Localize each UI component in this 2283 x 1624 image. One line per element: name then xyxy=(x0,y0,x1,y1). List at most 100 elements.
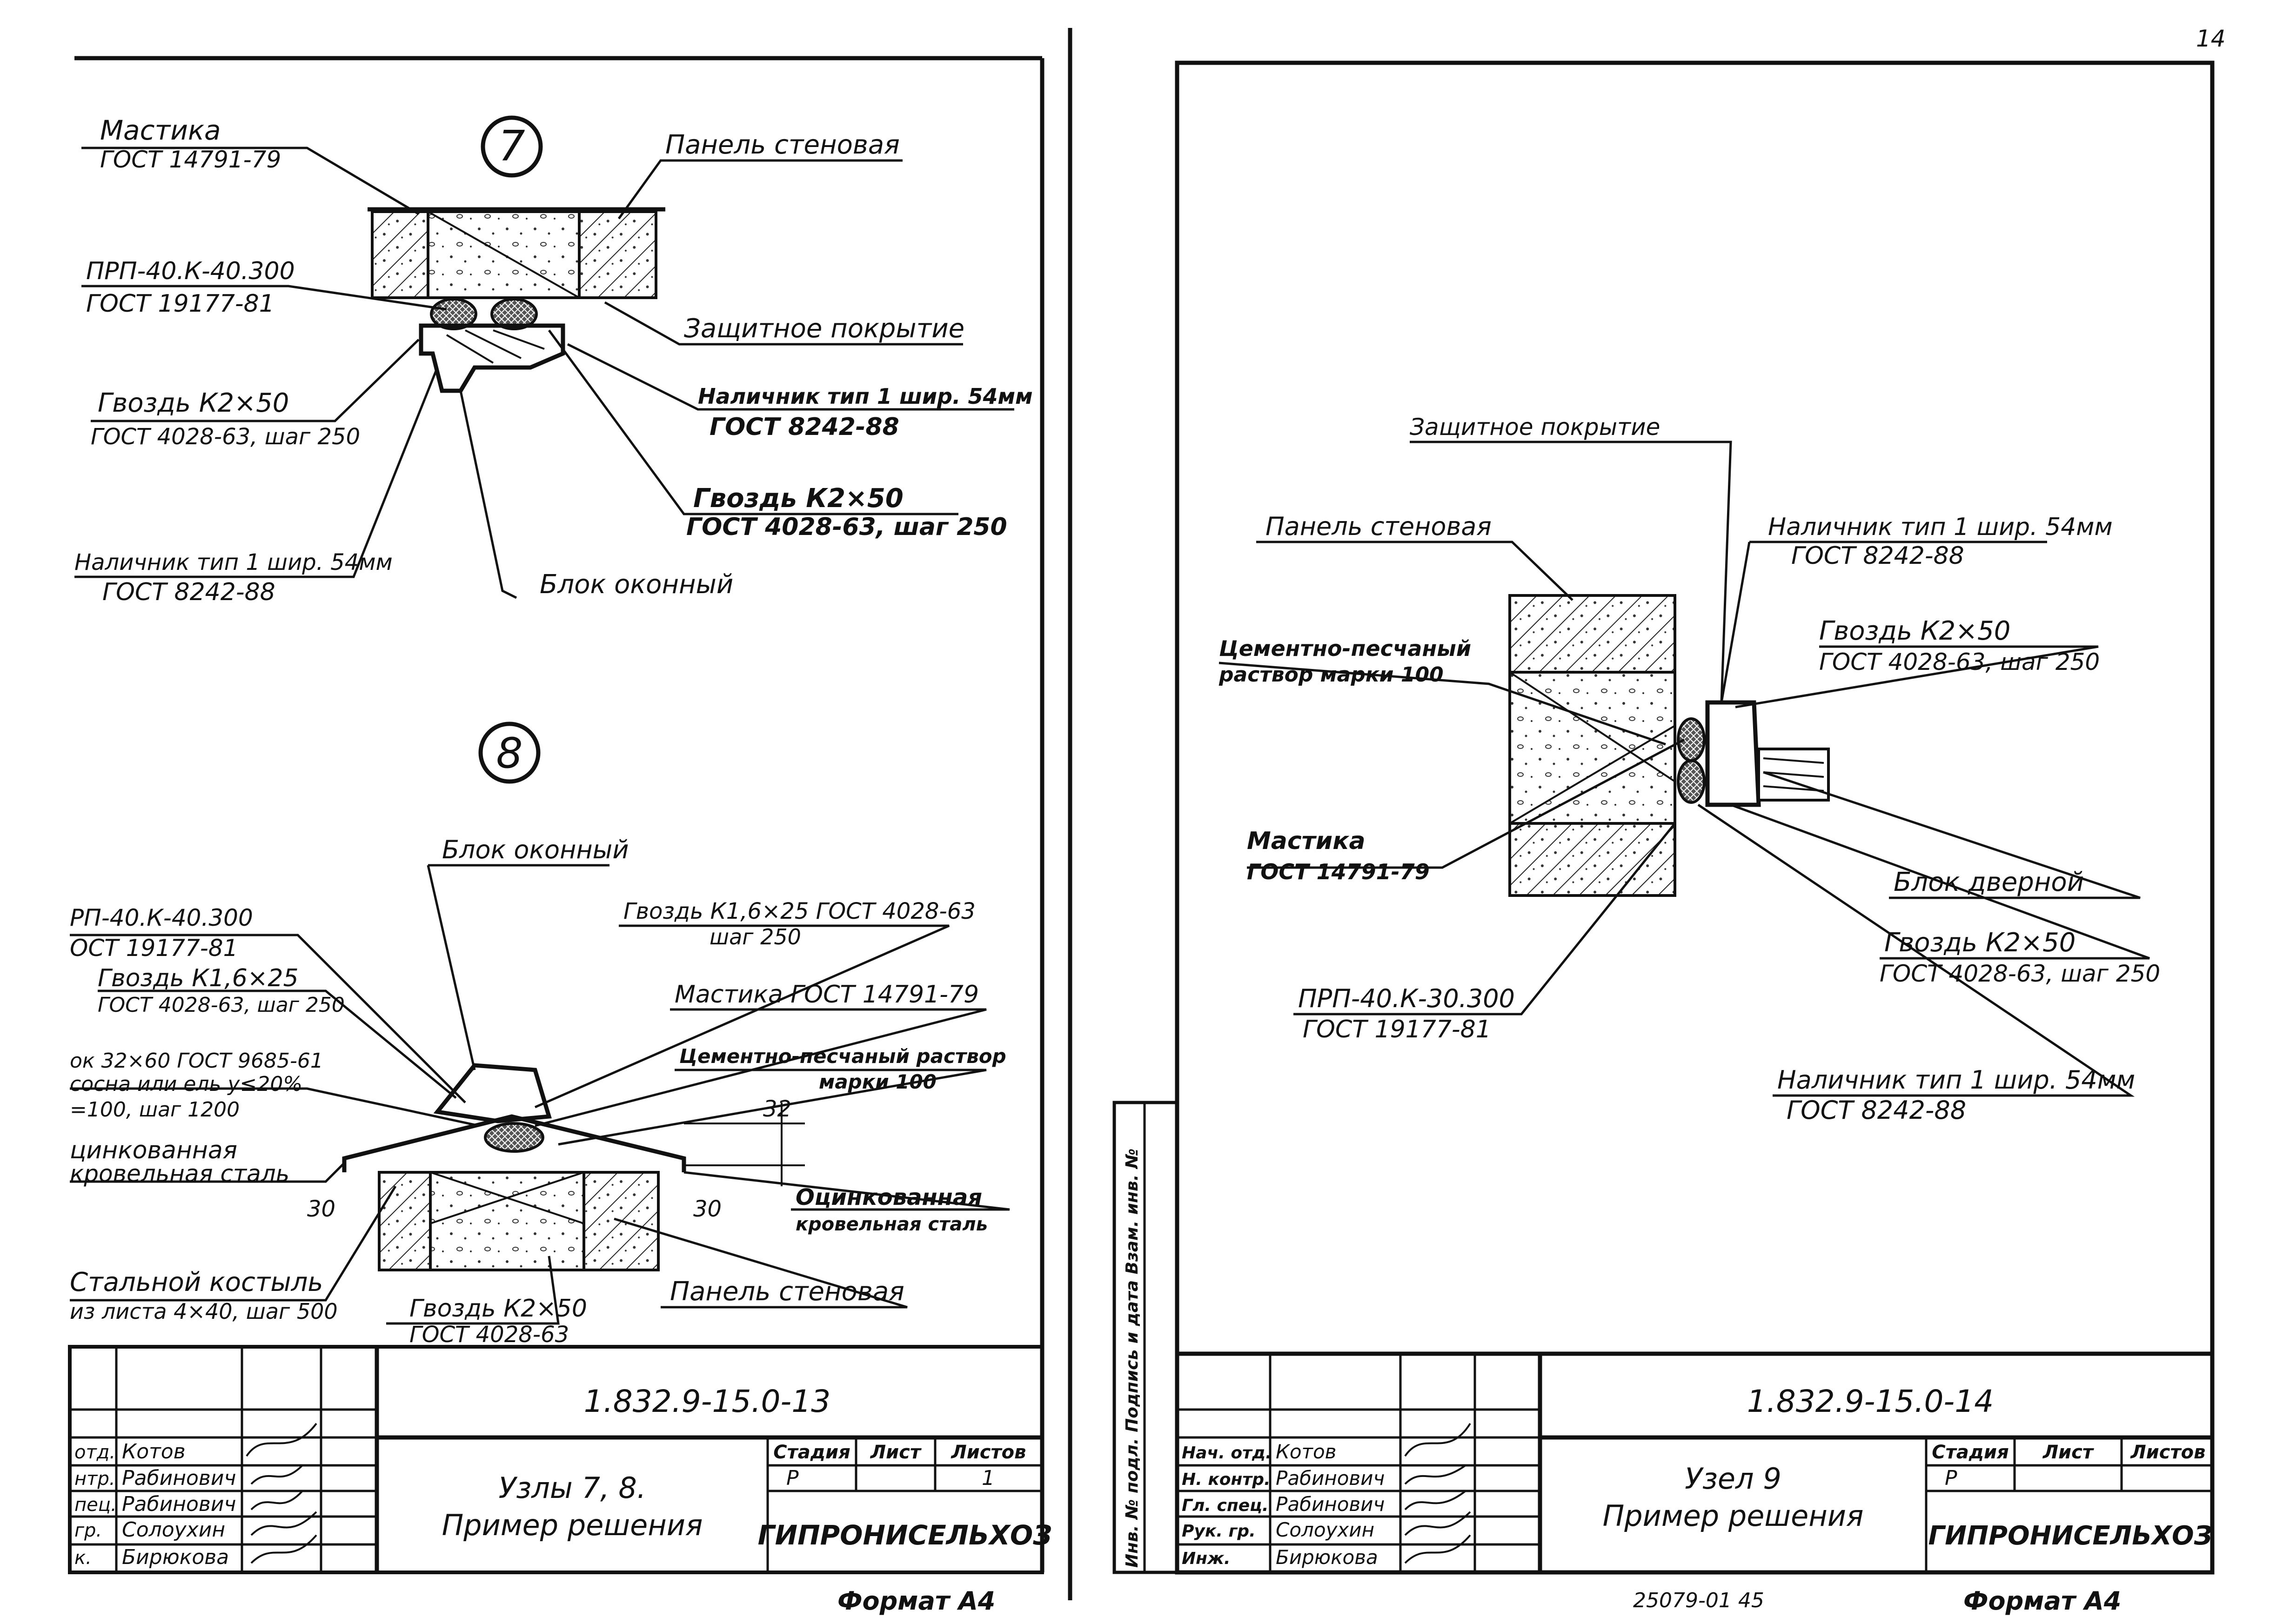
leader-gvozd-8-top xyxy=(534,924,950,1109)
leader-zashchita-9 xyxy=(1410,441,1732,703)
left-name-1: Рабинович xyxy=(122,1466,236,1490)
label-mastika-7: Мастика xyxy=(100,114,221,146)
right-name-0: Котов xyxy=(1276,1440,1336,1463)
right-frame xyxy=(1175,60,2215,1575)
right-title-line2: Пример решения xyxy=(1603,1499,1864,1533)
label-gvozd-9-top: Гвоздь К2×50 xyxy=(1819,616,2010,646)
label-gvozd-gost-7-left: ГОСТ 4028-63, шаг 250 xyxy=(91,424,360,450)
right-stage: Р xyxy=(1945,1466,1957,1490)
leader-mastika-7 xyxy=(81,147,420,215)
left-org: ГИПРОНИСЕЛЬХОЗ xyxy=(758,1519,1052,1551)
label-brusok2-8: сосна или ель у≤20% xyxy=(70,1072,302,1096)
left-role-1: нтр. xyxy=(74,1468,115,1490)
label-gvozd-gost-9-bottom: ГОСТ 4028-63, шаг 250 xyxy=(1880,960,2160,987)
leader-stal-8-left xyxy=(70,1162,345,1183)
label-stal-8-left: цинкованная xyxy=(70,1136,237,1164)
label-prp-7: ПРП-40.К-40.300 xyxy=(86,257,295,285)
right-title-block: 1.832.9-15.0-14 Нач. отд. Н. контр. Гл. … xyxy=(1177,1351,2212,1572)
node7-panel-diagonal xyxy=(428,211,580,299)
label-gvozd-8-top: Гвоздь К1,6×25 ГОСТ 4028-63 xyxy=(623,898,976,924)
node7-number-circle xyxy=(481,115,543,178)
label-nalichnik-gost-9-top: ГОСТ 8242-88 xyxy=(1791,542,1964,570)
label-cement-9: Цементно-песчаный xyxy=(1219,636,1471,661)
left-title-block: 1.832.9-15.0-13 отд. нтр. пец. гр. к. Ко… xyxy=(68,1345,1052,1574)
right-doc-code: 1.832.9-15.0-14 xyxy=(1747,1383,1994,1419)
left-name-4: Бирюкова xyxy=(122,1545,229,1569)
right-name-2: Рабинович xyxy=(1276,1493,1385,1516)
left-title-frame xyxy=(68,1345,1044,1574)
label-panel-9: Панель стеновая xyxy=(1265,512,1492,541)
leader-nalichnik-7-right xyxy=(567,343,1014,411)
leader-mastika-9 xyxy=(1247,738,1685,869)
right-sheet-hdr: Лист xyxy=(2042,1442,2095,1463)
right-role-1: Н. контр. xyxy=(1182,1470,1271,1489)
leader-stal-8-right xyxy=(683,1171,1010,1211)
right-role-0: Нач. отд. xyxy=(1182,1444,1272,1463)
right-sheet: 14 Инв. № подл. Подпись и дата Взам. инв… xyxy=(1112,25,2226,1616)
right-name-3: Солоухин xyxy=(1276,1518,1374,1541)
left-sheet-hdr: Лист xyxy=(870,1442,922,1463)
leader-prp-7 xyxy=(81,285,447,311)
node7-block-grain xyxy=(446,329,545,364)
label-cement-8: Цементно-песчаный раствор xyxy=(679,1045,1006,1068)
left-stage: Р xyxy=(786,1466,799,1490)
node7-panel-right-edge xyxy=(578,210,657,299)
label-stal-8-right: Оцинкованная xyxy=(796,1184,982,1210)
label-gvozd-8-bottom: Гвоздь К2×50 xyxy=(409,1295,587,1323)
node9-diagonal-a xyxy=(1509,671,1676,782)
leader-cement-8 xyxy=(558,1069,987,1146)
node8-dim30-right: 30 xyxy=(693,1196,722,1222)
left-doc-code: 1.832.9-15.0-13 xyxy=(584,1383,830,1419)
label-prp-gost-7: ГОСТ 19177-81 xyxy=(86,290,274,318)
leader-panel-7 xyxy=(617,159,903,220)
label-brusok-8: ок 32×60 ГОСТ 9685-61 xyxy=(70,1049,323,1073)
leader-gvozd-7-left xyxy=(91,339,420,422)
left-role-3: гр. xyxy=(74,1520,102,1541)
left-sheets-hdr: Листов xyxy=(951,1442,1026,1463)
node8-detail: 8 32 30 30 xyxy=(70,722,1010,1348)
left-name-2: Рабинович xyxy=(122,1492,236,1516)
label-stal2-8-right: кровельная сталь xyxy=(796,1214,988,1235)
right-name-1: Рабинович xyxy=(1276,1467,1385,1490)
leader-mastika-8 xyxy=(535,1008,987,1127)
leader-nalichnik-9-top xyxy=(1720,541,1751,703)
left-role-2: пец. xyxy=(74,1494,117,1516)
label-nalichnik-9-bottom: Наличник тип 1 шир. 54мм xyxy=(1777,1065,2135,1095)
label-kostyl2-8: из листа 4×40, шаг 500 xyxy=(70,1299,338,1324)
left-title-line1: Узлы 7, 8. xyxy=(498,1471,646,1505)
right-role-4: Инж. xyxy=(1182,1549,1231,1568)
label-nalichnik-gost-7-left: ГОСТ 8242-88 xyxy=(102,578,275,606)
right-stage-hdr: Стадия xyxy=(1932,1442,2009,1463)
node8-diagonal-b xyxy=(430,1171,584,1224)
label-mastika-gost-7: ГОСТ 14791-79 xyxy=(100,146,281,173)
leader-panel-9 xyxy=(1256,541,1573,601)
label-gvozd-shag-8-top: шаг 250 xyxy=(710,924,801,949)
node9-panel-core xyxy=(1508,671,1676,825)
label-gvozd-gost-8-bottom: ГОСТ 4028-63 xyxy=(409,1322,569,1348)
label-brusok3-8: =100, шаг 1200 xyxy=(70,1098,240,1122)
leader-gvozd-8-bottom xyxy=(386,1256,560,1325)
left-sheets: 1 xyxy=(982,1466,995,1490)
label-mastika-8: Мастика ГОСТ 14791-79 xyxy=(675,981,979,1009)
label-gvozd-8-left: Гвоздь К1,6×25 xyxy=(98,964,299,992)
label-zashchita-7: Защитное покрытие xyxy=(684,314,964,344)
right-format: Формат А4 xyxy=(1963,1586,2121,1616)
leader-gvozd-9-bottom xyxy=(1730,803,2150,960)
label-gvozd-gost-9-top: ГОСТ 4028-63, шаг 250 xyxy=(1819,648,2100,675)
node9-detail: Защитное покрытие Панель стеновая Наличн… xyxy=(1218,414,2160,1125)
label-nalichnik-9-top: Наличник тип 1 шир. 54мм xyxy=(1768,513,2113,541)
label-prp-gost-9: ГОСТ 19177-81 xyxy=(1303,1016,1491,1043)
label-gvozd-9-bottom: Гвоздь К2×50 xyxy=(1884,928,2075,958)
right-bottom-number: 25079-01 45 xyxy=(1633,1589,1764,1612)
leader-blok-9 xyxy=(1763,771,2141,899)
leader-zashchita-7 xyxy=(604,301,963,346)
label-nalichnik-gost-7-right: ГОСТ 8242-88 xyxy=(710,413,899,441)
node7-seal-right xyxy=(490,298,538,330)
label-prp-8: РП-40.К-40.300 xyxy=(70,904,253,931)
node9-nalichnik xyxy=(1705,700,1761,807)
left-role-4: к. xyxy=(74,1547,92,1569)
label-panel-7: Панель стеновая xyxy=(665,130,900,160)
label-gvozd-7-right: Гвоздь К2×50 xyxy=(693,483,904,514)
right-title-line1: Узел 9 xyxy=(1685,1462,1781,1496)
right-role-2: Гл. спец. xyxy=(1182,1496,1269,1515)
